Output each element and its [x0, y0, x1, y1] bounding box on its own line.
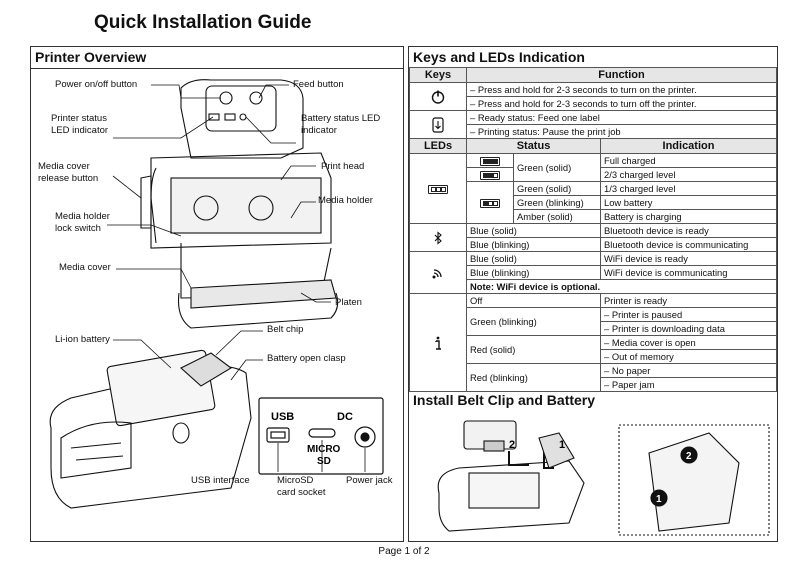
status-header: Status — [466, 138, 601, 154]
battery-step-1-label: 1 — [656, 494, 662, 505]
feed-key-fn-1: Ready status: Feed one label — [466, 110, 777, 125]
status-led-cell — [409, 293, 467, 392]
battery-two-thirds-indication: 2/3 charged level — [600, 167, 777, 182]
label-usb-interface: USB interface — [191, 475, 250, 486]
belt-clip-heading: Install Belt Clip and Battery — [413, 392, 596, 408]
battery-amber-status: Amber (solid) — [513, 209, 601, 224]
feed-key-cell — [409, 110, 467, 139]
status-cover-open: Media cover is open — [600, 335, 777, 350]
battery-drawing — [49, 349, 252, 509]
status-out-of-memory: Out of memory — [600, 349, 777, 364]
wifi-status-1: Blue (solid) — [466, 251, 601, 266]
label-feed-button: Feed button — [293, 79, 344, 90]
wifi-icon — [432, 268, 442, 278]
dc-mark: DC — [337, 411, 353, 423]
wifi-indication-1: WiFi device is ready — [600, 251, 777, 266]
power-key-cell — [409, 82, 467, 111]
bluetooth-indication-1: Bluetooth device is ready — [600, 223, 777, 238]
label-power-jack: Power jack — [346, 475, 393, 486]
power-key-fn-1: Press and hold for 2-3 seconds to turn o… — [466, 82, 777, 97]
battery-full-indication: Full charged — [600, 153, 777, 168]
printer-overview-panel: Printer Overview — [30, 46, 404, 542]
label-battery-open-clasp: Battery open clasp — [267, 353, 346, 364]
battery-led-icon — [428, 185, 448, 195]
feed-key-fn-2: Printing status: Pause the print job — [466, 124, 777, 139]
battery-one-third-status: Green (solid) — [513, 181, 601, 196]
micro-mark: MICRO — [307, 444, 341, 455]
bluetooth-status-2: Blue (blinking) — [466, 237, 601, 252]
wifi-indication-2: WiFi device is communicating — [600, 265, 777, 280]
battery-one-third-indication: 1/3 charged level — [600, 181, 777, 196]
belt-step-1-label: 1 — [559, 439, 565, 451]
status-red-blinking: Red (blinking) — [466, 363, 601, 392]
label-media-cover-release: Media cover release button — [38, 161, 99, 184]
status-downloading: Printer is downloading data — [600, 321, 777, 336]
label-battery-status-led: Battery status LED indicator — [301, 113, 381, 136]
battery-level-full-icon — [466, 153, 514, 168]
status-no-paper: No paper — [600, 363, 777, 378]
battery-step-2-label: 2 — [686, 451, 692, 462]
status-green-blinking: Green (blinking) — [466, 307, 601, 336]
bluetooth-icon — [434, 230, 442, 245]
battery-charging-indication: Battery is charging — [600, 209, 777, 224]
keys-leds-table: Keys Function Press and hold for 2-3 sec… — [409, 67, 777, 392]
power-key-fn-2: Press and hold for 2-3 seconds to turn o… — [466, 96, 777, 111]
label-media-holder: Media holder — [318, 195, 373, 206]
status-off: Off — [466, 293, 601, 308]
keys-leds-panel: Keys and LEDs Indication Keys Function P… — [408, 46, 778, 542]
keys-header: Keys — [409, 67, 467, 83]
battery-level-one-third-icon — [466, 181, 514, 224]
leader-lines — [107, 84, 366, 472]
indication-header: Indication — [600, 138, 777, 154]
bluetooth-status-1: Blue (solid) — [466, 223, 601, 238]
status-red-solid: Red (solid) — [466, 335, 601, 364]
battery-led-cell — [409, 153, 467, 224]
wifi-led-cell — [409, 251, 467, 294]
page-footer: Page 1 of 2 — [378, 546, 430, 557]
belt-clip-illustration: 2 1 2 1 — [437, 420, 770, 536]
label-media-cover: Media cover — [59, 262, 111, 273]
battery-level-two-thirds-icon — [466, 167, 514, 182]
label-printer-status-led: Printer status LED indicator — [51, 113, 109, 136]
printer-illustration: USB DC MICRO SD — [49, 79, 384, 509]
feed-icon — [432, 116, 444, 133]
info-icon — [435, 336, 441, 350]
printer-overview-heading: Printer Overview — [31, 47, 403, 69]
wifi-note: Note: WiFi device is optional. — [466, 279, 777, 294]
keys-leds-heading: Keys and LEDs Indication — [409, 47, 777, 69]
label-platen: Platen — [335, 297, 362, 308]
status-ready: Printer is ready — [600, 293, 777, 308]
wifi-status-2: Blue (blinking) — [466, 265, 601, 280]
belt-step-2-label: 2 — [509, 439, 515, 451]
label-microsd-socket: MicroSD card socket — [277, 475, 326, 498]
battery-low-indication: Low battery — [600, 195, 777, 210]
bluetooth-indication-2: Bluetooth device is communicating — [600, 237, 777, 252]
usb-mark: USB — [271, 411, 294, 423]
label-belt-chip: Belt chip — [267, 324, 304, 335]
function-header: Function — [466, 67, 777, 83]
label-media-holder-lock: Media holder lock switch — [55, 211, 110, 234]
battery-blinking-status: Green (blinking) — [513, 195, 601, 210]
label-power-button: Power on/off button — [55, 79, 138, 90]
ports-box — [258, 397, 384, 475]
bluetooth-led-cell — [409, 223, 467, 252]
status-paper-jam: Paper jam — [600, 377, 777, 392]
status-paused: Printer is paused — [600, 307, 777, 322]
label-print-head: Print head — [321, 161, 365, 172]
printer-drawing — [140, 79, 339, 329]
leds-header: LEDs — [409, 138, 467, 154]
label-li-ion-battery: Li-ion battery — [55, 334, 110, 345]
page-title: Quick Installation Guide — [94, 12, 312, 33]
battery-green-solid-status: Green (solid) — [513, 153, 601, 182]
sd-mark: SD — [317, 456, 331, 467]
power-icon — [431, 90, 445, 104]
